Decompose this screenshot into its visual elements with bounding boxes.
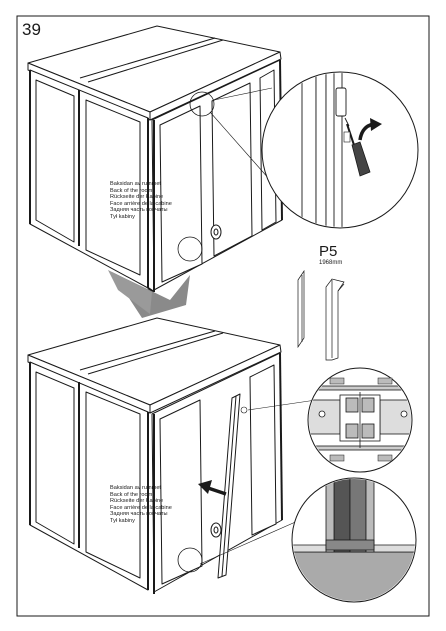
label-line: Face arrière de la cabine xyxy=(110,504,172,511)
label-line: Задняя часть кончаты xyxy=(110,511,168,518)
label-line: Rückseite der Kabine xyxy=(110,498,164,505)
bottom-back-of-room-label: Baksidan av rummet Back of the room Rück… xyxy=(110,485,172,525)
step-number: 39 xyxy=(22,20,41,39)
top-back-of-room-label: Baksidan av rummet Back of the room Rück… xyxy=(110,181,172,221)
label-line: Face arrière de la cabine xyxy=(110,200,172,207)
label-line: Baksidan av rummet xyxy=(110,485,161,491)
profile-length: 1968mm xyxy=(319,260,343,266)
label-line: Задняя часть кончаты xyxy=(110,207,168,214)
label-line: Back of the room xyxy=(110,187,153,194)
screwdriver-icon xyxy=(343,123,371,177)
detail-section-view xyxy=(307,367,413,473)
insert-arrow-icon xyxy=(198,480,227,496)
top-cabin xyxy=(27,25,283,293)
profile-p5-drawing xyxy=(297,269,345,361)
label-line: Tył kabiny xyxy=(110,517,135,524)
label-line: Baksidan av rummet xyxy=(110,181,161,187)
page-border xyxy=(16,15,430,617)
detail-floor-view xyxy=(291,477,417,603)
rotate-arrow-icon xyxy=(358,118,382,141)
profile-name: P5 xyxy=(319,243,338,260)
label-line: Tył kabiny xyxy=(110,213,135,220)
bottom-cabin xyxy=(27,317,283,594)
label-line: Rückseite der Kabine xyxy=(110,194,164,201)
detail-screwdriver xyxy=(261,71,419,229)
label-line: Back of the room xyxy=(110,491,153,498)
